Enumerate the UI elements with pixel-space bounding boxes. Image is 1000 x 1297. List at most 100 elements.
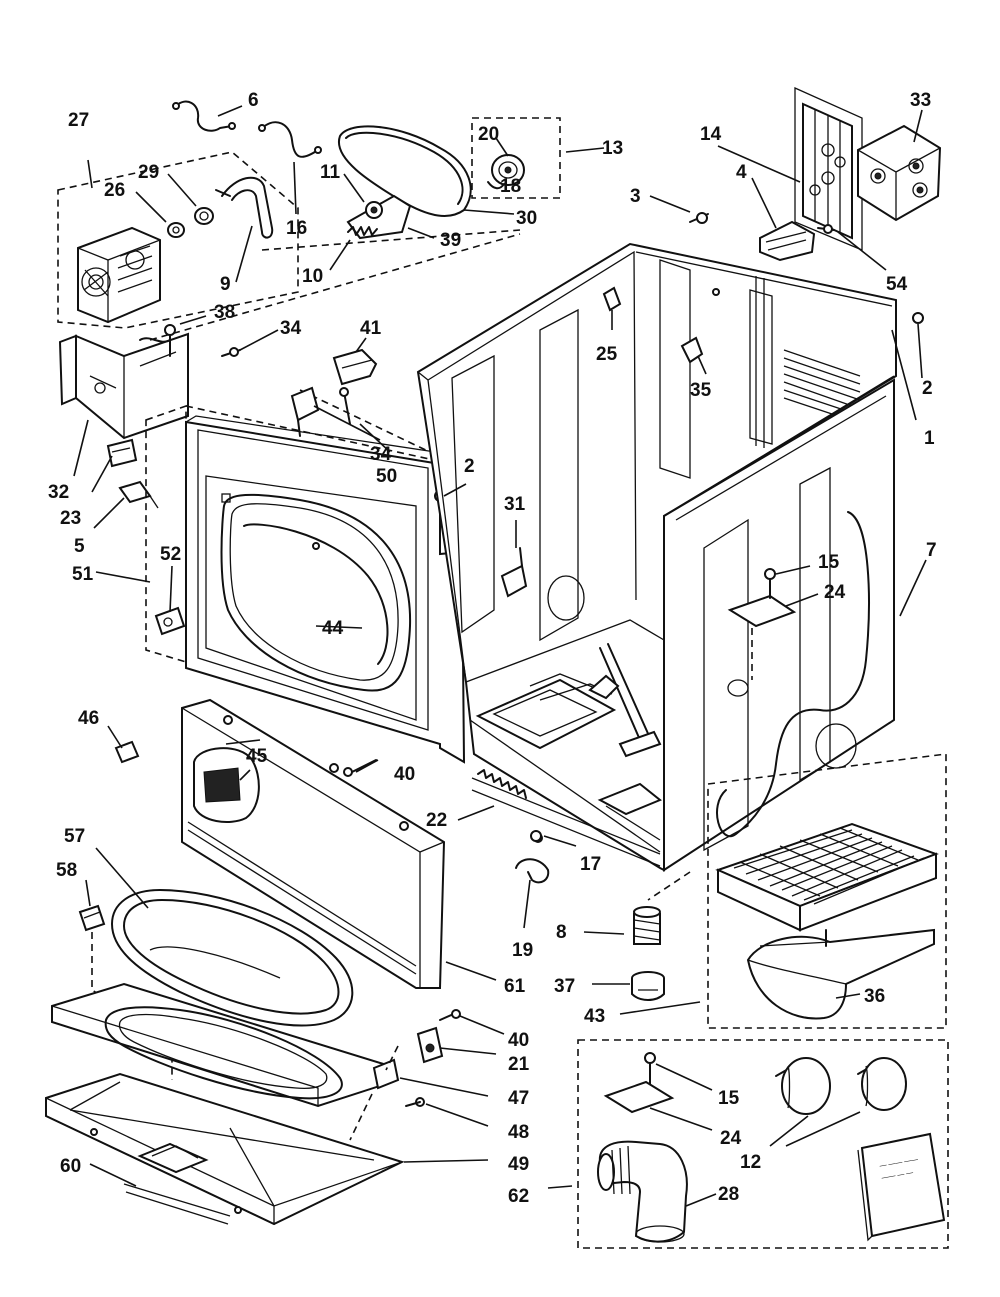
screw-48-part	[405, 1097, 425, 1107]
callout-3: 3	[630, 186, 641, 207]
callout-60: 60	[60, 1156, 81, 1177]
callout-62: 62	[508, 1186, 529, 1207]
callout-20: 20	[478, 124, 499, 145]
callout-19: 19	[512, 940, 533, 961]
callout-34-upper: 34	[280, 318, 302, 339]
callout-49: 49	[508, 1154, 529, 1175]
pulley-kit-box	[471, 117, 561, 199]
callout-54: 54	[886, 274, 908, 295]
callout-36: 36	[864, 986, 885, 1007]
exhaust-hood-12b-part	[857, 1057, 907, 1111]
installation-parts-box	[577, 1039, 949, 1249]
callout-30: 30	[516, 208, 537, 229]
callout-39: 39	[440, 230, 461, 251]
callout-1: 1	[924, 428, 935, 449]
leader-lines	[73, 105, 927, 1207]
idler-bracket-39-part	[346, 194, 412, 240]
elbow-duct-28-part	[597, 1140, 688, 1243]
clip-58-part	[78, 904, 106, 932]
callout-61: 61	[504, 976, 526, 997]
callout-16: 16	[286, 218, 307, 239]
screw-34-part	[221, 347, 351, 425]
screw-38-part	[164, 324, 176, 357]
callout-13: 13	[602, 138, 623, 159]
screw-40-lower-part	[439, 1009, 461, 1021]
callout-10: 10	[302, 266, 323, 287]
callout-8: 8	[556, 922, 567, 943]
callout-35: 35	[690, 380, 712, 401]
callout-50: 50	[376, 466, 397, 487]
pulley-18-part	[487, 154, 525, 190]
callout-44: 44	[322, 618, 344, 639]
callout-40-upper: 40	[394, 764, 415, 785]
toe-panel-61-part	[181, 698, 446, 989]
callout-9: 9	[220, 274, 231, 295]
screw-15-lower-part	[644, 1052, 656, 1087]
callout-34-lower: 34	[370, 444, 392, 465]
hinge-pin-47-part	[372, 1058, 400, 1090]
callout-labels: 27 6 29 26 16 9 11 10 39 20 13 18 30 14 …	[48, 90, 937, 1207]
cabinet-7-part	[416, 242, 897, 872]
callout-57: 57	[64, 826, 85, 847]
door-seal-44-part	[243, 523, 389, 665]
exhaust-hood-12a-part	[775, 1057, 831, 1115]
callout-14: 14	[700, 124, 722, 145]
door-gasket-57-part	[111, 889, 354, 1027]
callout-28: 28	[718, 1184, 739, 1205]
motor-mount-32-part	[58, 332, 189, 440]
clip-19-part	[515, 858, 550, 884]
foot-37-part	[631, 971, 665, 1001]
switch-23-part	[106, 438, 138, 468]
lint-duct-36-part	[746, 928, 935, 1020]
callout-22: 22	[426, 810, 447, 831]
wire-harness-6-part	[172, 100, 236, 132]
door-strike-45-part	[193, 747, 260, 823]
wire-16-part	[258, 121, 322, 158]
screw-15-upper-part	[764, 568, 776, 599]
motor-part	[77, 226, 161, 324]
washer-26-part	[167, 222, 185, 238]
callout-12: 12	[740, 1152, 761, 1173]
thermal-fuse-5-part	[118, 480, 159, 509]
callout-7: 7	[926, 540, 937, 561]
lint-screen-housing-part	[715, 822, 939, 932]
manual-booklet-part: — —— —— —— — —	[857, 1132, 946, 1242]
callout-2-right: 2	[922, 378, 933, 399]
callout-26: 26	[104, 180, 125, 201]
callout-47: 47	[508, 1088, 529, 1109]
screw-54-part	[817, 224, 835, 234]
guide-line-lower	[149, 233, 521, 341]
lint-duct-assy-box	[707, 753, 947, 1029]
callout-18: 18	[500, 176, 521, 197]
guide-line-leg	[647, 871, 691, 901]
callout-37: 37	[554, 976, 575, 997]
hinge-21-part	[416, 1026, 444, 1064]
screw-3-part	[689, 212, 709, 224]
callout-41: 41	[360, 318, 382, 339]
callout-29: 29	[138, 162, 159, 183]
terminal-cover-33-part	[857, 124, 942, 222]
callout-51: 51	[72, 564, 94, 585]
strain-relief-4-part	[759, 220, 816, 262]
callout-46: 46	[78, 708, 99, 729]
callout-40-lower: 40	[508, 1030, 529, 1051]
outer-door-49-part	[45, 1072, 405, 1226]
callout-24-upper: 24	[824, 582, 846, 603]
callout-5: 5	[74, 536, 85, 557]
callout-15-lower: 15	[718, 1088, 740, 1109]
idler-spring-10-part	[347, 226, 378, 236]
callout-58: 58	[56, 860, 77, 881]
callout-23: 23	[60, 508, 81, 529]
callout-43: 43	[584, 1006, 605, 1027]
motor-assembly-group	[57, 151, 299, 329]
callout-38: 38	[214, 302, 235, 323]
terminal-block-14-part	[794, 86, 863, 251]
switch-50-part	[290, 386, 320, 437]
motor-strap-9-part	[215, 176, 274, 239]
callout-11: 11	[320, 162, 341, 183]
callout-15-upper: 15	[818, 552, 840, 573]
callout-24-lower: 24	[720, 1128, 742, 1149]
leveling-leg-8-part	[633, 906, 661, 945]
callout-27: 27	[68, 110, 89, 131]
front-panel-51-part	[145, 404, 466, 764]
